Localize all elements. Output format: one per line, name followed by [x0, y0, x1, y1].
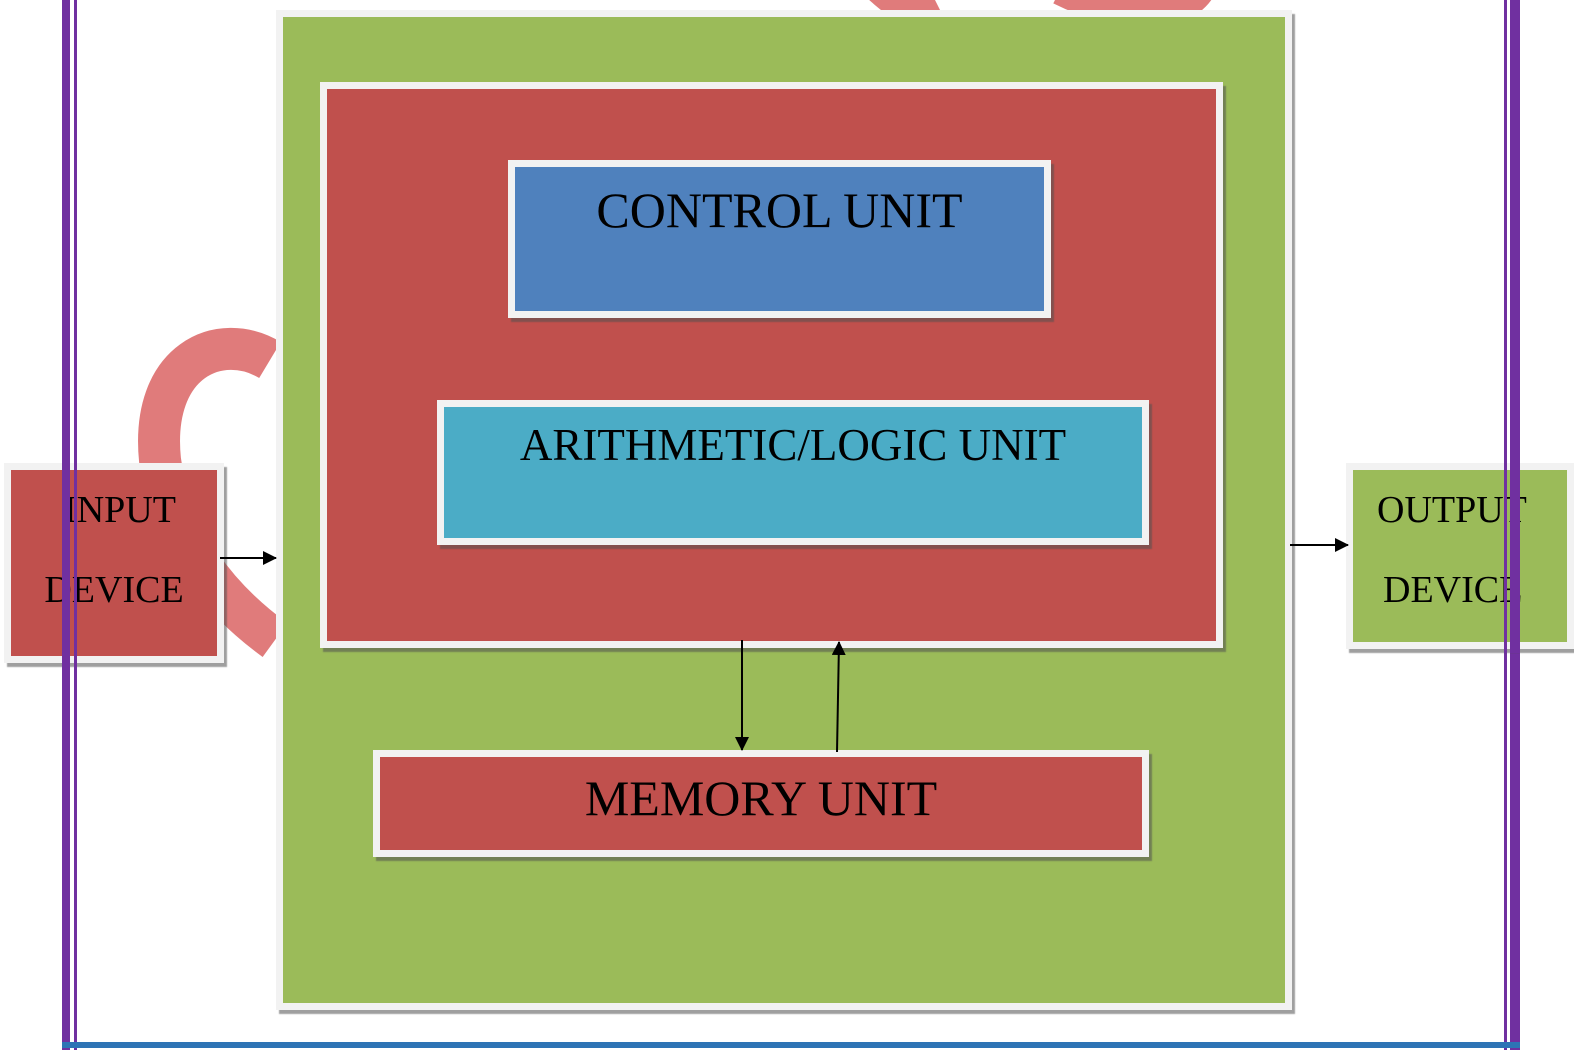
page-border-right-overlay: [1510, 463, 1520, 653]
memory-unit-box: MEMORY UNIT: [373, 750, 1149, 857]
input-device-label-line1: INPUT: [64, 489, 176, 531]
page-border-right-inner-overlay: [1504, 463, 1507, 653]
arrow-memory-to-cpu: [831, 641, 846, 753]
output-device-label-line2: DEVICE: [1383, 569, 1523, 611]
page-border-left-overlay: [62, 463, 70, 668]
memory-unit-label: MEMORY UNIT: [584, 770, 938, 826]
control-unit-box: CONTROL UNIT: [508, 160, 1051, 318]
alu-label: ARITHMETIC/LOGIC UNIT: [519, 420, 1067, 470]
control-unit-label: CONTROL UNIT: [596, 182, 963, 238]
output-device-label-line1: OUTPUT: [1377, 489, 1527, 531]
output-device-box: OUTPUT DEVICE: [1346, 463, 1574, 649]
input-device-box: INPUT DEVICE: [4, 463, 224, 663]
page-border-bottom: [62, 1042, 1520, 1048]
alu-box: ARITHMETIC/LOGIC UNIT: [437, 400, 1149, 545]
page-border-left-inner-overlay: [74, 463, 77, 668]
